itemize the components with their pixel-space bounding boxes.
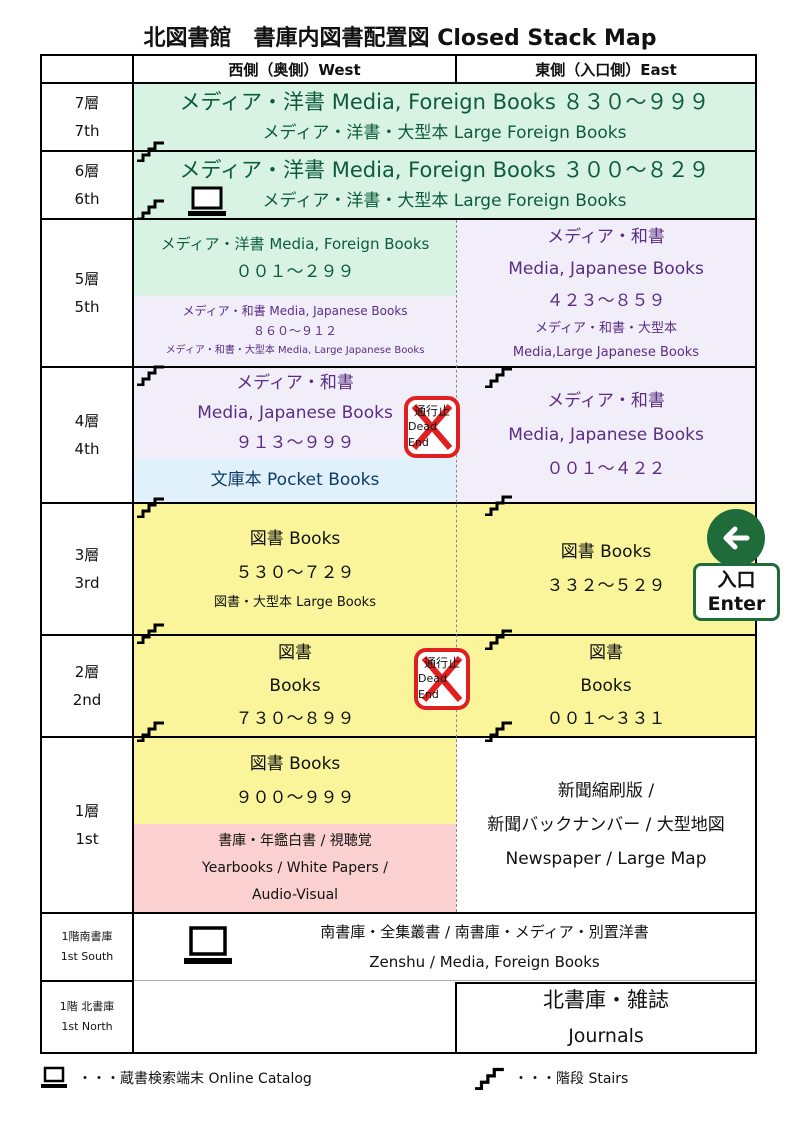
legend-stairs: ・・・階段 Stairs: [474, 1066, 628, 1090]
header-east: 東側（入口側）East: [455, 54, 757, 84]
line-7-6: [40, 150, 757, 152]
stairs-icon: [137, 721, 164, 742]
stairs-icon: [485, 367, 512, 388]
area-6th-floor: メディア・洋書 Media, Foreign Books ３００～８２９ メディ…: [134, 152, 755, 218]
area-7th-floor: メディア・洋書 Media, Foreign Books ８３０～９９９ メディ…: [134, 84, 755, 150]
header-corner: [40, 54, 134, 84]
area-1st-east: 新聞縮刷版 / 新聞バックナンバー / 大型地図 Newspaper / Lar…: [457, 738, 755, 912]
computer-terminal-icon: [41, 1066, 67, 1088]
stairs-icon: [485, 721, 512, 742]
computer-terminal-icon: [184, 926, 232, 964]
stairs-icon: [485, 495, 512, 516]
stairs-icon: [475, 1067, 504, 1090]
area-3rd-west: 図書 Books ５３０～７２９ 図書・大型本 Large Books: [134, 504, 456, 634]
bottom-border: [40, 1052, 757, 1054]
legend-catalog: ・・・蔵書検索端末 Online Catalog: [40, 1066, 312, 1090]
arrow-left-icon: [723, 526, 750, 550]
line-2-1: [40, 736, 757, 738]
area-2nd-east: 図書 Books ００１～３３１: [457, 636, 755, 736]
page-title: 北図書館 書庫内図書配置図 Closed Stack Map: [143, 26, 657, 51]
north-divider: [455, 982, 457, 1054]
header-west: 西側（奥側）West: [132, 54, 457, 84]
area-2nd-west: 図書 Books ７３０～８９９: [134, 636, 456, 736]
area-5th-west-foreign: メディア・洋書 Media, Foreign Books ００１～２９９: [134, 220, 456, 296]
computer-terminal-icon: [188, 186, 226, 216]
area-1st-north: 北書庫・雑誌 Journals: [457, 982, 755, 1052]
stairs-icon: [137, 365, 164, 386]
dead-end-sign-2nd: 通行止 Dead End: [414, 648, 470, 710]
line-3-2: [40, 634, 757, 636]
stairs-icon: [137, 199, 164, 220]
area-1st-west-books: 図書 Books ９００～９９９: [134, 738, 456, 824]
entrance-arrow: [707, 509, 765, 567]
cross-icon: [421, 656, 463, 702]
area-5th-east: メディア・和書 Media, Japanese Books ４２３～８５９ メデ…: [457, 220, 755, 366]
line-south-north: [134, 980, 755, 981]
stairs-icon: [485, 629, 512, 650]
entrance-label: 入口 Enter: [693, 563, 780, 621]
center-divider: [456, 220, 457, 912]
area-4th-east: メディア・和書 Media, Japanese Books ００１～４２２: [457, 368, 755, 502]
area-5th-west-japanese: メディア・和書 Media, Japanese Books ８６０～９１２ メデ…: [134, 296, 456, 366]
line-1-south: [40, 912, 757, 914]
line-5-4: [40, 366, 757, 368]
stairs-icon: [137, 497, 164, 518]
area-4th-west-japanese: メディア・和書 Media, Japanese Books ９１３～９９９: [134, 368, 456, 458]
area-1st-west-yearbooks: 書庫・年鑑白書 / 視聴覚 Yearbooks / White Papers /…: [134, 824, 456, 912]
stairs-icon: [137, 623, 164, 644]
area-1st-south: 南書庫・全集叢書 / 南書庫・メディア・別置洋書 Zenshu / Media,…: [134, 914, 755, 980]
stairs-icon: [137, 141, 164, 162]
north-top: [455, 982, 757, 984]
line-6-5: [40, 218, 757, 220]
dead-end-sign-4th: 通行止 Dead End: [404, 396, 460, 458]
cross-icon: [411, 404, 453, 450]
area-4th-west-pocket: 文庫本 Pocket Books: [134, 458, 456, 502]
line-4-3: [40, 502, 757, 504]
